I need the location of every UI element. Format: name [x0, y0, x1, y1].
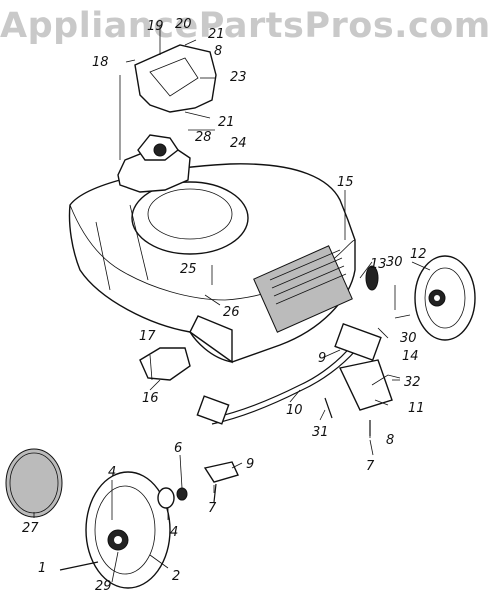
- callout: 4: [170, 525, 178, 540]
- handle-cover: [134, 44, 217, 113]
- front-wheel: [85, 471, 171, 589]
- callout: 16: [142, 391, 159, 406]
- rear-wheel: [414, 255, 476, 341]
- callout: 2: [172, 569, 180, 584]
- engine-bracket: [117, 134, 191, 193]
- callout: 24: [230, 136, 247, 151]
- callout: 7: [208, 501, 217, 516]
- callout: 28: [195, 130, 212, 145]
- leader-lines: [33, 26, 431, 583]
- callout: 19: [147, 19, 164, 34]
- callout: 12: [410, 247, 427, 262]
- callout: 26: [223, 305, 240, 320]
- callout: 4: [108, 465, 116, 480]
- callout: 25: [180, 262, 197, 277]
- callout: 31: [312, 425, 329, 440]
- callout: 27: [22, 521, 39, 536]
- callout: 15: [337, 175, 354, 190]
- callout: 30: [386, 255, 403, 270]
- callout: 9: [318, 351, 326, 366]
- callout: 8: [214, 44, 222, 59]
- callout: 9: [246, 457, 254, 472]
- callout: 8: [386, 433, 394, 448]
- callout: 6: [174, 441, 182, 456]
- callout: 7: [366, 459, 375, 474]
- callout: 32: [404, 375, 421, 390]
- callout: 29: [95, 579, 112, 594]
- callout-labels: 1 2 4 4 6 7 7 8 8 9 9 10 11 12 13 14 15 …: [22, 17, 427, 594]
- callout: 21: [208, 27, 225, 42]
- callout: 17: [139, 329, 156, 344]
- callout: 1: [38, 561, 46, 576]
- axle-rod: [211, 344, 353, 419]
- callout: 20: [175, 17, 192, 32]
- hubcap: [5, 448, 63, 518]
- mower-deck: [68, 163, 356, 364]
- callout: 13: [370, 257, 387, 272]
- callout: 30: [400, 331, 417, 346]
- callout: 11: [408, 401, 425, 416]
- watermark: AppliancePartsPros.com: [0, 6, 490, 46]
- callout: 18: [92, 55, 109, 70]
- callout: 21: [218, 115, 235, 130]
- callout: 10: [286, 403, 303, 418]
- callout: 14: [402, 349, 419, 364]
- callout: 23: [230, 70, 247, 85]
